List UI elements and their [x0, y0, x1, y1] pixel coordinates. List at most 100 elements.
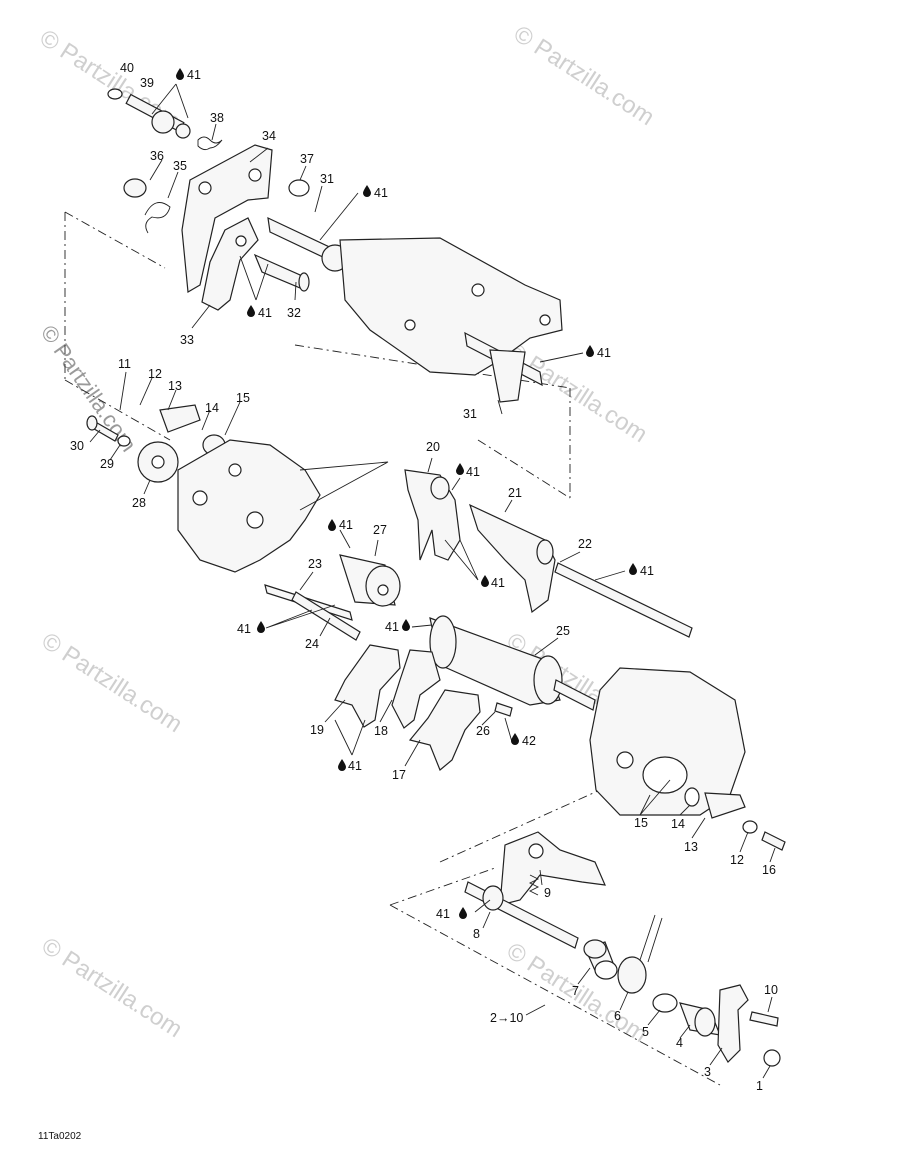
rod-22: [554, 562, 693, 638]
callout-34: 34: [262, 129, 276, 143]
oil-drop-icon: [176, 68, 184, 80]
callout-31: 31: [463, 407, 477, 421]
callout-41: 41: [491, 576, 505, 590]
callout-13: 13: [684, 840, 698, 854]
washer-14: [684, 787, 700, 807]
pin-24: [291, 591, 361, 641]
washer-40: [107, 88, 123, 100]
callout-41: 41: [436, 907, 450, 921]
fork-17: [408, 689, 481, 771]
upper-assembly: [107, 88, 563, 403]
callout-41: 41: [466, 465, 480, 479]
oil-drop-icon: [629, 563, 637, 575]
leader-lines: [89, 83, 776, 1079]
callout-41: 41: [348, 759, 362, 773]
callout-41: 41: [258, 306, 272, 320]
callout-14: 14: [671, 817, 685, 831]
callout-41: 41: [640, 564, 654, 578]
oil-drop-icon: [257, 621, 265, 633]
bolt-10: [749, 1011, 779, 1027]
callout-1: 1: [756, 1079, 763, 1093]
shift-drum-25: [429, 615, 596, 711]
watermark-6: © Partzilla.com: [37, 932, 187, 1043]
callout-12: 12: [148, 367, 162, 381]
washer-29: [117, 435, 131, 447]
callout-38: 38: [210, 111, 224, 125]
sleeve-32: [253, 253, 306, 292]
callout-9: 9: [544, 886, 551, 900]
housing-upper: [339, 237, 563, 376]
callout-37: 37: [300, 152, 314, 166]
oil-drop-icon: [481, 575, 489, 587]
watermark-4: © Partzilla.com: [37, 627, 187, 738]
fork-18: [391, 649, 441, 729]
fork-19: [334, 644, 401, 728]
watermark-2: © Partzilla.com: [509, 20, 659, 131]
oil-drop-icon: [456, 463, 464, 475]
oil-drop-icon: [338, 759, 346, 771]
callout-33: 33: [180, 333, 194, 347]
assembly-guide-lines: [64, 211, 721, 1086]
callout-8: 8: [473, 927, 480, 941]
callout-2-to-10: 2→10: [490, 1011, 523, 1025]
spring-38: [197, 136, 223, 151]
callout-4: 4: [676, 1036, 683, 1050]
washer-5: [652, 993, 678, 1013]
callout-18: 18: [374, 724, 388, 738]
shift-lever-8: [499, 831, 606, 906]
washer-37: [288, 179, 310, 197]
callout-13: 13: [168, 379, 182, 393]
middle-assembly: [86, 404, 786, 851]
callout-15: 15: [236, 391, 250, 405]
callout-30: 30: [70, 439, 84, 453]
callout-17: 17: [392, 768, 406, 782]
washer-12: [742, 820, 758, 834]
oil-drop-icon: [511, 733, 519, 745]
callout-41: 41: [187, 68, 201, 82]
callout-6: 6: [614, 1009, 621, 1023]
callout-29: 29: [100, 457, 114, 471]
oil-drop-icon: [328, 519, 336, 531]
watermark-layer: © Partzilla.com © Partzilla.com © Partzi…: [35, 20, 659, 1048]
plate-13: [704, 792, 746, 819]
callout-22: 22: [578, 537, 592, 551]
callout-27: 27: [373, 523, 387, 537]
callout-41: 41: [597, 346, 611, 360]
bushing-36: [123, 178, 147, 198]
callout-16: 16: [762, 863, 776, 877]
figure-code: 11Ta0202: [38, 1131, 82, 1142]
shaft-gear-39: [125, 93, 191, 139]
callout-10: 10: [764, 983, 778, 997]
pin-26: [494, 702, 513, 717]
callout-28: 28: [132, 496, 146, 510]
spring-6: [617, 956, 647, 994]
callout-42: 42: [522, 734, 536, 748]
oil-drop-icon: [459, 907, 467, 919]
callout-labels: 40 39 41 38 36 35 34 37 31 41 33 41 32 4…: [38, 61, 778, 1142]
spring-35: [144, 202, 171, 234]
plate-13-upper: [159, 404, 201, 433]
callout-41: 41: [374, 186, 388, 200]
oil-drop-icon: [586, 345, 594, 357]
bolt-16: [761, 831, 786, 851]
callout-41: 41: [385, 620, 399, 634]
gear-sector: [489, 349, 526, 403]
callout-26: 26: [476, 724, 490, 738]
callout-31: 31: [320, 172, 334, 186]
callout-36: 36: [150, 149, 164, 163]
spring-9: [528, 874, 540, 896]
oil-drop-icon: [247, 305, 255, 317]
callout-32: 32: [287, 306, 301, 320]
drum-27: [339, 554, 401, 607]
callout-25: 25: [556, 624, 570, 638]
callout-41: 41: [237, 622, 251, 636]
lever-3: [717, 984, 749, 1063]
callout-14: 14: [205, 401, 219, 415]
callout-7: 7: [572, 984, 579, 998]
callout-23: 23: [308, 557, 322, 571]
callout-24: 24: [305, 637, 319, 651]
callout-12: 12: [730, 853, 744, 867]
callout-20: 20: [426, 440, 440, 454]
oil-drop-icon: [363, 185, 371, 197]
